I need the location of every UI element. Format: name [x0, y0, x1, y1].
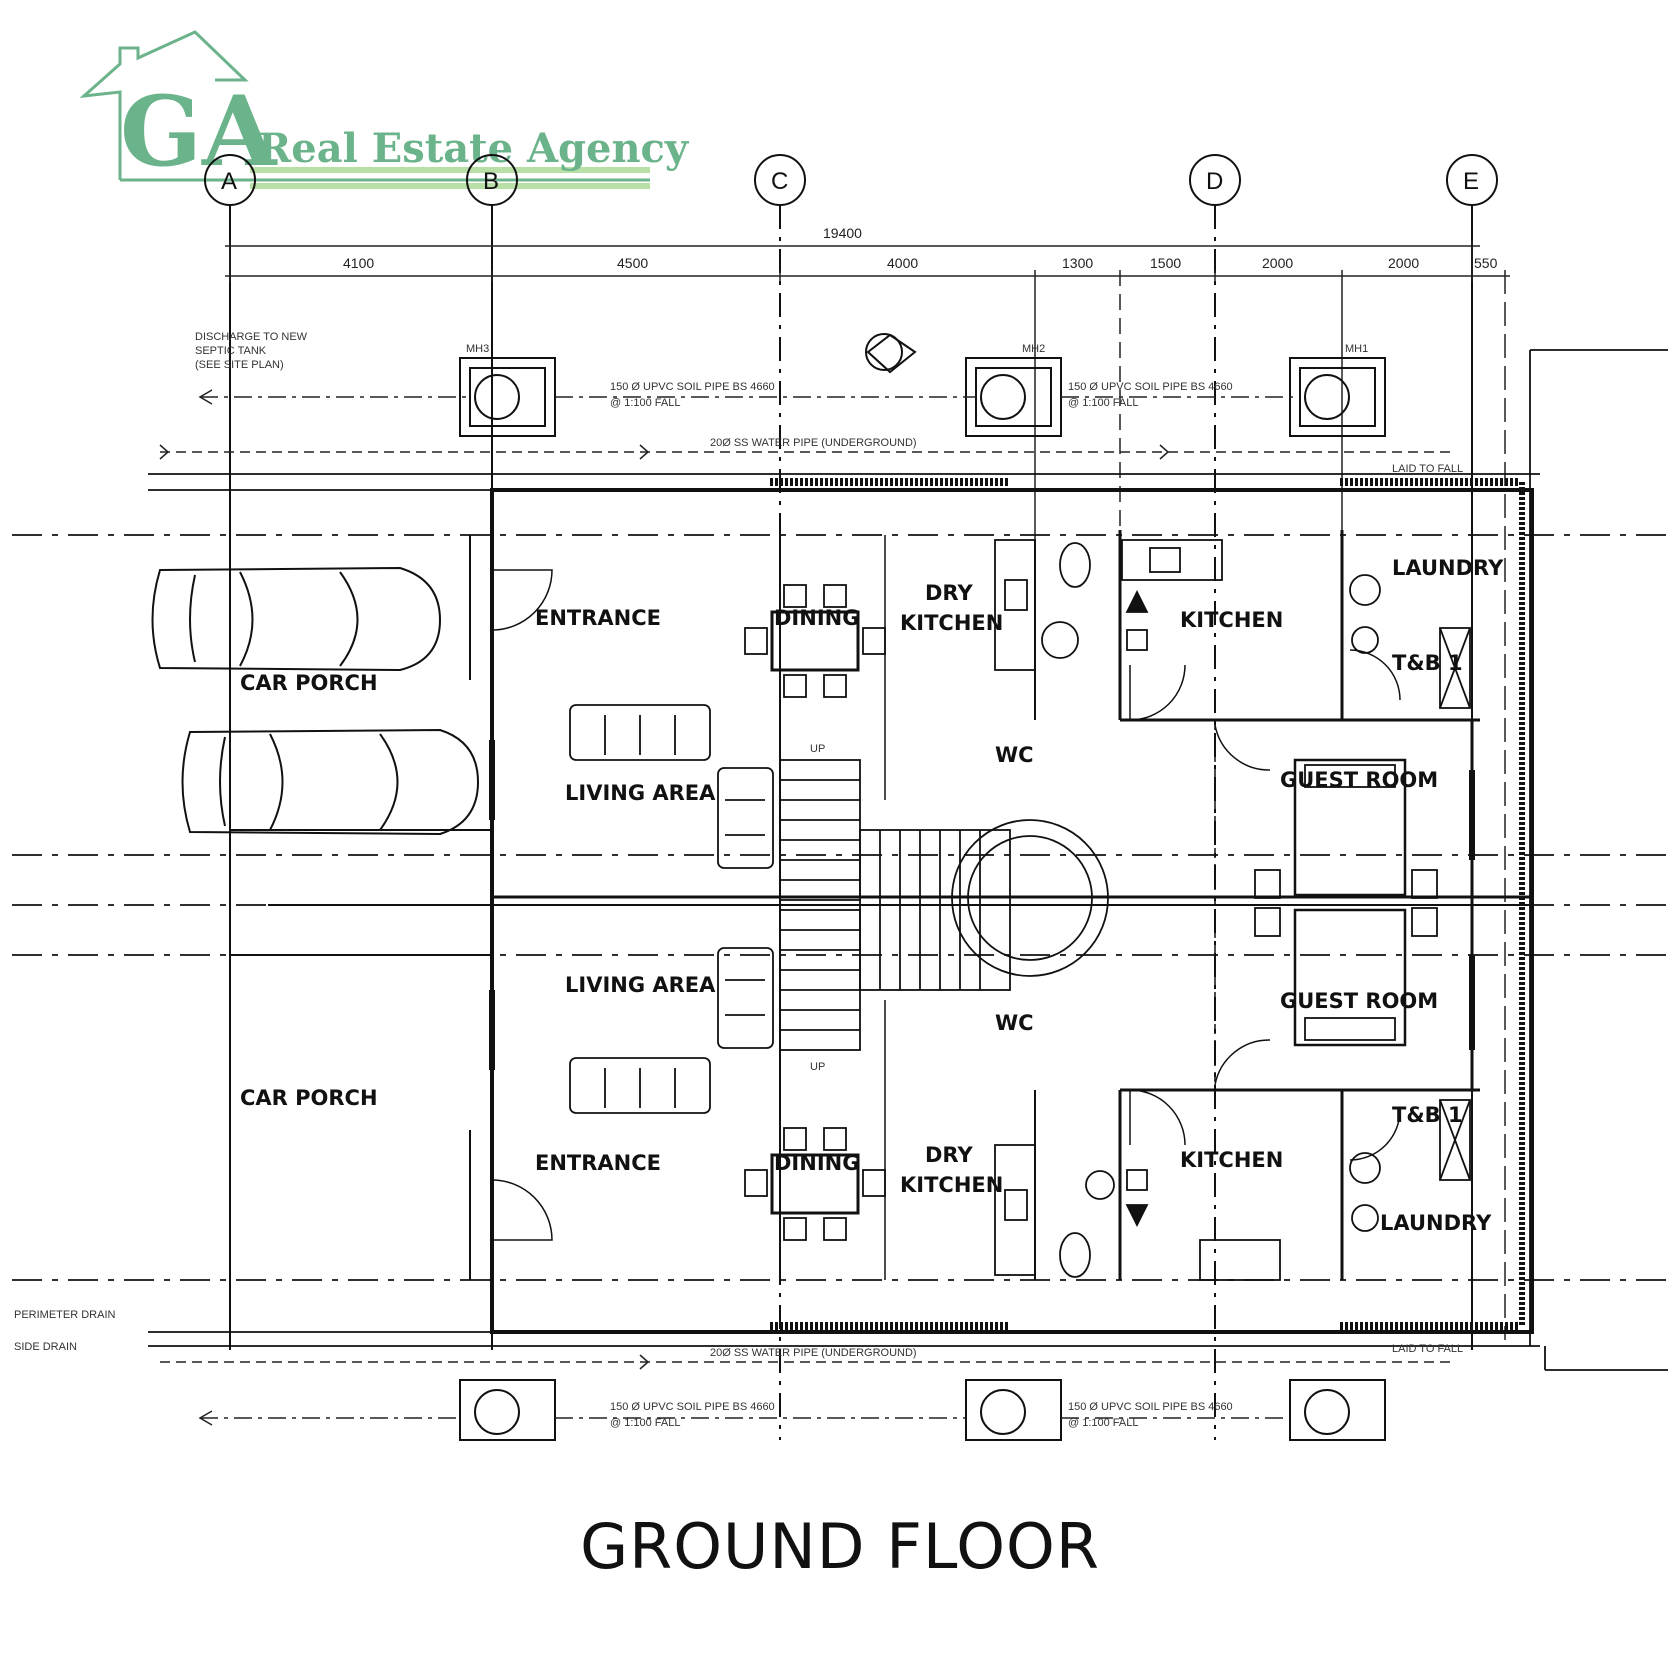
septic-note: DISCHARGE TO NEW — [195, 331, 308, 343]
drain-notes-bottom: 150 Ø UPVC SOIL PIPE BS 4660 @ 1:100 FAL… — [14, 1309, 1463, 1429]
manhole-label: MH1 — [1345, 343, 1368, 355]
room-label-kitchen: KITCHEN — [1180, 1148, 1283, 1172]
fall-note: @ 1:100 FALL — [610, 397, 681, 409]
dim-segment: 2000 — [1262, 255, 1293, 271]
room-label-dry-kitchen: KITCHEN — [900, 611, 1003, 635]
drain-pipes-top — [159, 389, 1450, 460]
dim-overall: 19400 — [823, 225, 862, 241]
room-label-entrance: ENTRANCE — [535, 606, 661, 630]
room-label-wc: WC — [995, 1011, 1034, 1035]
furniture-top — [569, 539, 1471, 991]
room-label-tb: T&B 1 — [1392, 1103, 1463, 1127]
manholes-bottom — [459, 1379, 1386, 1441]
grid-axes — [204, 154, 1498, 1440]
grid-label-a: A — [221, 168, 237, 195]
manhole-labels: MH3 MH2 MH1 — [466, 343, 1368, 355]
drain-notes-top: DISCHARGE TO NEW SEPTIC TANK (SEE SITE P… — [195, 331, 1463, 475]
room-label-guest-room: GUEST ROOM — [1280, 989, 1438, 1013]
dim-segment: 2000 — [1388, 255, 1419, 271]
dim-segment: 4500 — [617, 255, 648, 271]
room-label-living-area: LIVING AREA — [565, 973, 716, 997]
dim-segment: 550 — [1474, 255, 1498, 271]
fall-note: @ 1:100 FALL — [1068, 1417, 1139, 1429]
room-label-guest-room: GUEST ROOM — [1280, 768, 1438, 792]
dimension-texts: 19400 4100 4500 4000 1300 1500 2000 2000… — [343, 225, 1498, 271]
room-label-entrance: ENTRANCE — [535, 1151, 661, 1175]
company-logo: GA Real Estate Agency — [79, 30, 690, 189]
building-walls — [229, 478, 1534, 1334]
room-label-dry-kitchen: KITCHEN — [900, 1173, 1003, 1197]
grid-label-e: E — [1463, 168, 1479, 195]
room-labels-bottom: LIVING AREA GUEST ROOM WC CAR PORCH ENTR… — [240, 973, 1492, 1235]
manhole-label: MH2 — [1022, 343, 1045, 355]
room-label-kitchen: KITCHEN — [1180, 608, 1283, 632]
dim-segment: 4000 — [887, 255, 918, 271]
soil-pipe-note: 150 Ø UPVC SOIL PIPE BS 4660 — [1068, 381, 1233, 393]
grid-label-b: B — [483, 168, 499, 195]
side-drain-note: SIDE DRAIN — [14, 1341, 77, 1353]
dim-segment: 1500 — [1150, 255, 1181, 271]
room-labels-top: ENTRANCE CAR PORCH DINING DRY KITCHEN KI… — [240, 556, 1504, 805]
septic-note: (SEE SITE PLAN) — [195, 359, 284, 371]
fall-note: @ 1:100 FALL — [1068, 397, 1139, 409]
grid-labels: A B C D E — [221, 168, 1479, 195]
soil-pipe-note: 150 Ø UPVC SOIL PIPE BS 4660 — [610, 1401, 775, 1413]
room-label-car-porch: CAR PORCH — [240, 671, 378, 695]
room-label-wc: WC — [995, 743, 1034, 767]
room-label-dining: DINING — [774, 1151, 859, 1175]
dim-segment: 1300 — [1062, 255, 1093, 271]
room-label-living-area: LIVING AREA — [565, 781, 716, 805]
septic-note: SEPTIC TANK — [195, 345, 267, 357]
room-label-tb: T&B 1 — [1392, 651, 1463, 675]
soil-pipe-note: 150 Ø UPVC SOIL PIPE BS 4660 — [1068, 1401, 1233, 1413]
drain-pipes-bottom — [160, 1354, 1450, 1426]
grid-label-d: D — [1206, 168, 1223, 195]
room-label-dry-kitchen: DRY — [925, 1143, 973, 1167]
dimension-lines — [225, 240, 1510, 1340]
fall-label: LAID TO FALL — [1392, 463, 1463, 475]
grid-label-c: C — [771, 168, 788, 195]
drawing-caption: GROUND FLOOR — [580, 1510, 1100, 1583]
room-label-laundry: LAUNDRY — [1380, 1211, 1492, 1235]
water-pipe-note: 20Ø SS WATER PIPE (UNDERGROUND) — [710, 437, 917, 449]
furniture-bottom — [569, 907, 1471, 1281]
manhole-label: MH3 — [466, 343, 489, 355]
stair-up-label: UP — [810, 743, 825, 755]
fall-note: @ 1:100 FALL — [610, 1417, 681, 1429]
car-bottom — [181, 728, 480, 836]
manholes-top — [459, 333, 1386, 437]
room-label-car-porch: CAR PORCH — [240, 1086, 378, 1110]
dim-segment: 4100 — [343, 255, 374, 271]
logo-company-name: Real Estate Agency — [258, 125, 690, 172]
car-top — [151, 566, 442, 672]
room-label-dry-kitchen: DRY — [925, 581, 973, 605]
soil-pipe-note: 150 Ø UPVC SOIL PIPE BS 4660 — [610, 381, 775, 393]
room-label-dining: DINING — [774, 606, 859, 630]
room-label-laundry: LAUNDRY — [1392, 556, 1504, 580]
fall-label: LAID TO FALL — [1392, 1343, 1463, 1355]
door-swings — [491, 569, 1401, 1241]
stair-up-label: UP — [810, 1061, 825, 1073]
perimeter-drain-note: PERIMETER DRAIN — [14, 1309, 116, 1321]
water-pipe-note: 20Ø SS WATER PIPE (UNDERGROUND) — [710, 1347, 917, 1359]
